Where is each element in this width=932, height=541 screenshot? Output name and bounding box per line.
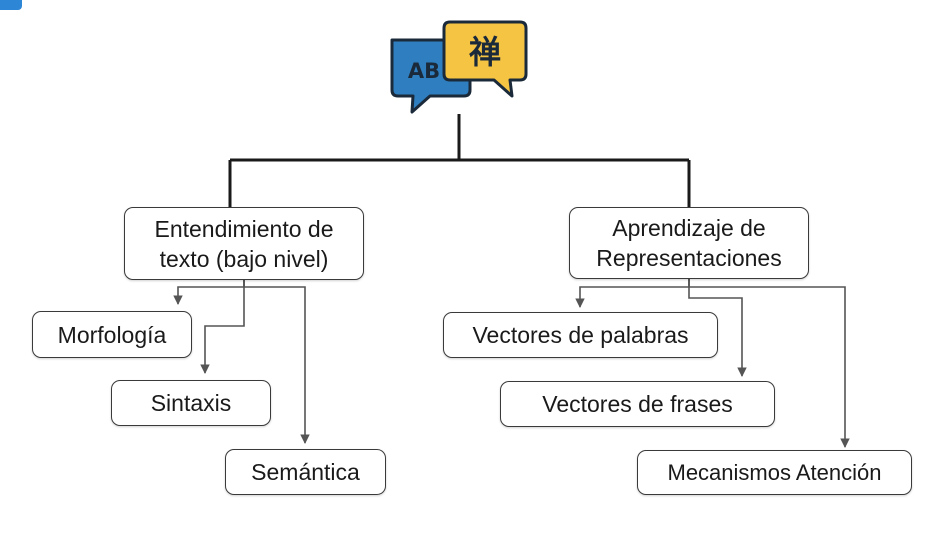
translation-icon: AB 禅: [390, 20, 528, 114]
node-label: Semántica: [251, 459, 360, 485]
node-aprendizaje-representaciones: Aprendizaje de Representaciones: [569, 207, 809, 279]
node-morfologia: Morfología: [32, 311, 192, 358]
node-sintaxis: Sintaxis: [111, 380, 271, 426]
corner-mark: [0, 0, 22, 10]
node-label: Vectores de frases: [542, 391, 733, 417]
node-entendimiento-texto: Entendimiento de texto (bajo nivel): [124, 207, 364, 280]
node-label-line2: texto (bajo nivel): [159, 245, 329, 272]
node-vectores-frases: Vectores de frases: [500, 381, 775, 427]
latin-letters: AB: [408, 59, 440, 83]
node-vectores-palabras: Vectores de palabras: [443, 312, 718, 358]
node-label: Sintaxis: [150, 390, 232, 416]
node-mecanismos-atencion: Mecanismos Atención: [637, 450, 912, 495]
left-branch-arrows: [173, 280, 310, 444]
yellow-speech-bubble: 禅: [442, 20, 528, 98]
node-label-line1: Aprendizaje de: [612, 215, 766, 241]
node-label-line2: Representaciones: [596, 245, 782, 271]
cjk-character: 禅: [469, 33, 501, 71]
node-label: Vectores de palabras: [472, 322, 689, 348]
node-label-line1: Entendimiento de: [154, 215, 334, 242]
node-label: Morfología: [57, 321, 167, 348]
node-label: Mecanismos Atención: [667, 459, 882, 485]
tree-connector: [228, 114, 691, 207]
right-branch-arrows: [575, 279, 850, 448]
node-semantica: Semántica: [225, 449, 386, 495]
